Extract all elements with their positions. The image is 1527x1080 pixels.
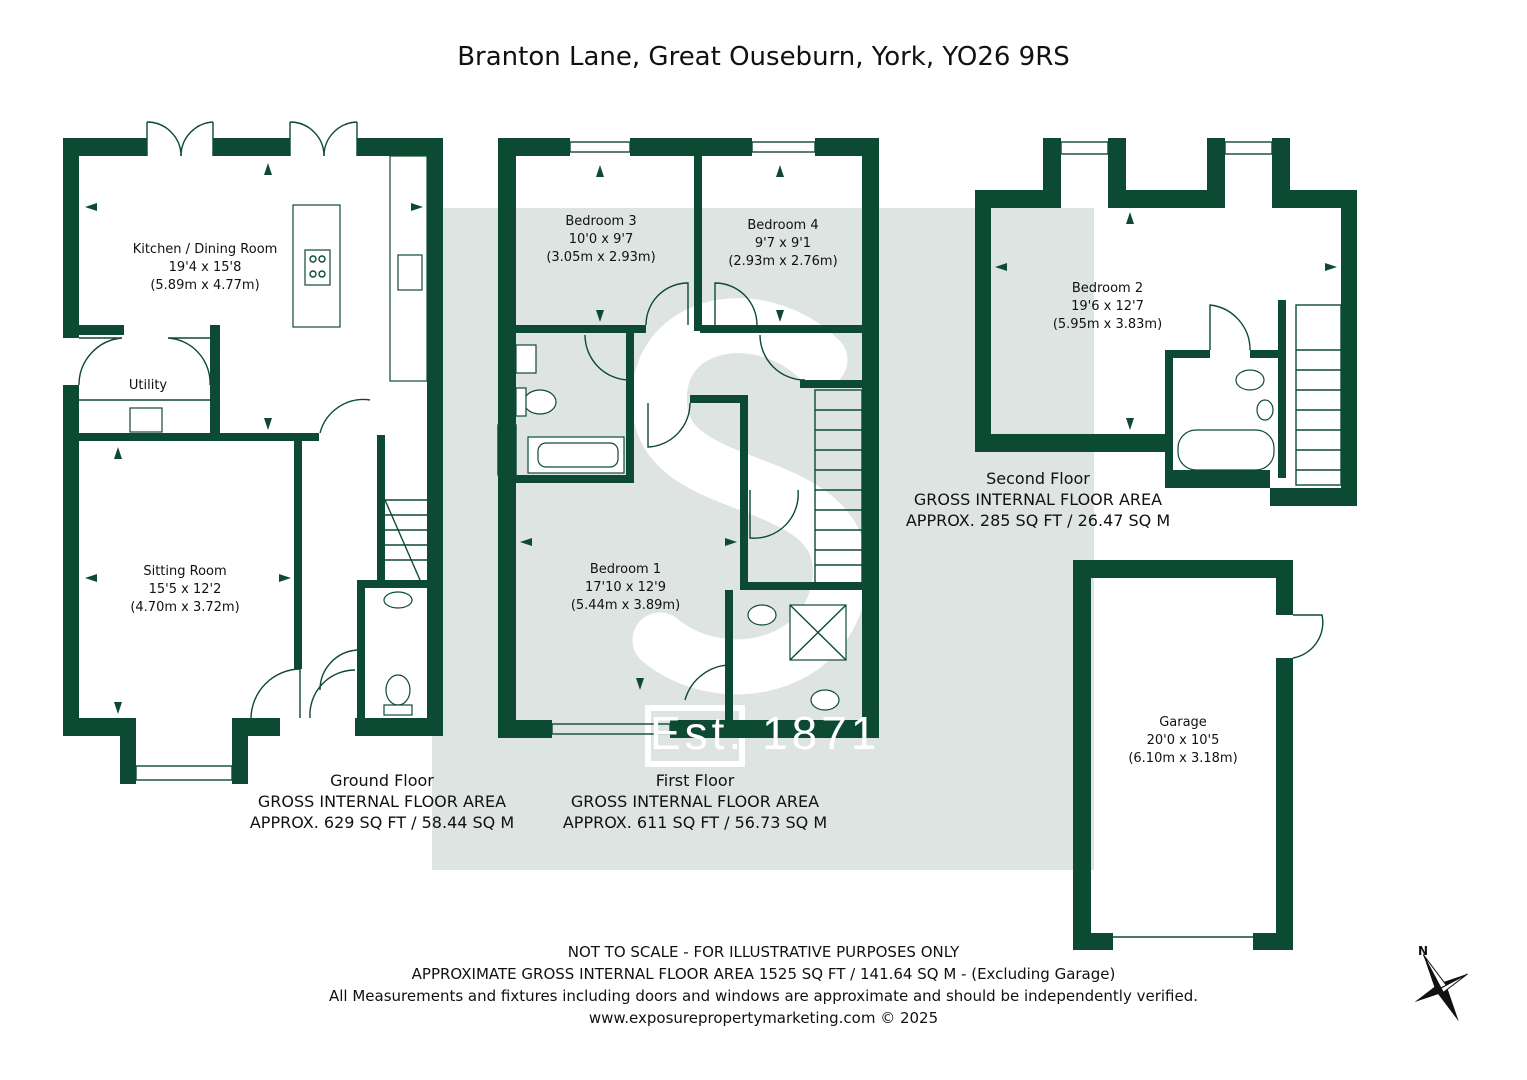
first-floor-plan — [497, 138, 879, 738]
room-label-sitting: Sitting Room 15'5 x 12'2 (4.70m x 3.72m) — [110, 563, 260, 617]
ground-floor-plan — [63, 121, 443, 784]
watermark-text: Est. 1871 — [650, 707, 881, 759]
floor-caption-first: First Floor GROSS INTERNAL FLOOR AREA AP… — [545, 770, 845, 833]
room-size-imperial: 9'7 x 9'1 — [754, 236, 812, 251]
second-bath-icon — [1177, 429, 1275, 471]
room-name: Utility — [128, 378, 168, 393]
room-label-bedroom3: Bedroom 3 10'0 x 9'7 (3.05m x 2.93m) — [536, 213, 666, 267]
room-name: Bedroom 1 — [589, 562, 662, 577]
room-size-metric: (5.89m x 4.77m) — [150, 278, 260, 293]
basin-icon — [515, 344, 537, 374]
footer-line-3: All Measurements and fixtures including … — [328, 987, 1198, 1005]
room-label-garage: Garage 20'0 x 10'5 (6.10m x 3.18m) — [1118, 714, 1248, 768]
floor-area-label: GROSS INTERNAL FLOOR AREA — [913, 490, 1163, 509]
room-size-metric: (3.05m x 2.93m) — [546, 250, 656, 265]
footer-disclaimer: NOT TO SCALE - FOR ILLUSTRATIVE PURPOSES… — [0, 941, 1527, 1029]
room-name: Bedroom 4 — [747, 218, 819, 233]
second-stairs-icon — [1295, 304, 1342, 486]
wc-toilet-icon — [385, 674, 411, 706]
room-size-imperial: 19'6 x 12'7 — [1071, 299, 1144, 314]
room-size-imperial: 19'4 x 15'8 — [168, 260, 242, 275]
room-size-imperial: 15'5 x 12'2 — [148, 582, 222, 597]
room-name: Kitchen / Dining Room — [132, 242, 278, 257]
floor-area: APPROX. 285 SQ FT / 26.47 SQ M — [905, 511, 1171, 530]
floor-name: First Floor — [655, 771, 735, 790]
ensuite-basin-icon — [747, 604, 777, 626]
room-name: Sitting Room — [143, 564, 227, 579]
ensuite-toilet-icon — [810, 689, 840, 711]
floor-name: Second Floor — [986, 469, 1090, 488]
toilet-icon — [523, 389, 557, 415]
room-name: Bedroom 3 — [565, 214, 637, 229]
room-size-imperial: 20'0 x 10'5 — [1146, 733, 1220, 748]
compass-north-label: N — [1418, 944, 1429, 958]
floor-name: Ground Floor — [330, 771, 434, 790]
room-size-metric: (5.95m x 3.83m) — [1052, 317, 1163, 332]
hob-icon — [304, 249, 331, 286]
room-size-metric: (2.93m x 2.76m) — [728, 254, 838, 269]
second-toilet-icon — [1235, 369, 1265, 391]
room-label-utility: Utility — [108, 377, 188, 395]
room-name: Garage — [1159, 715, 1207, 730]
room-size-metric: (6.10m x 3.18m) — [1128, 751, 1238, 766]
second-floor-plan — [975, 138, 1357, 506]
room-label-kitchen: Kitchen / Dining Room 19'4 x 15'8 (5.89m… — [110, 241, 300, 295]
room-size-metric: (5.44m x 3.89m) — [570, 598, 681, 613]
floor-caption-second: Second Floor GROSS INTERNAL FLOOR AREA A… — [888, 468, 1188, 531]
room-size-metric: (4.70m x 3.72m) — [130, 600, 240, 615]
floor-area: APPROX. 629 SQ FT / 58.44 SQ M — [249, 813, 515, 832]
second-basin-icon — [1256, 399, 1274, 421]
footer-line-1: NOT TO SCALE - FOR ILLUSTRATIVE PURPOSES… — [567, 943, 960, 961]
footer-line-2: APPROXIMATE GROSS INTERNAL FLOOR AREA 15… — [411, 965, 1116, 983]
room-label-bedroom1: Bedroom 1 17'10 x 12'9 (5.44m x 3.89m) — [558, 561, 693, 615]
footer-line-4: www.exposurepropertymarketing.com © 2025 — [588, 1009, 939, 1027]
room-size-imperial: 10'0 x 9'7 — [568, 232, 634, 247]
ground-stairs-icon — [384, 499, 427, 581]
north-arrow-compass-icon — [1414, 954, 1468, 1022]
room-name: Bedroom 2 — [1071, 281, 1144, 296]
room-size-imperial: 17'10 x 12'9 — [584, 580, 666, 595]
utility-sink-icon — [129, 407, 163, 433]
floor-area: APPROX. 611 SQ FT / 56.73 SQ M — [562, 813, 828, 832]
floor-area-label: GROSS INTERNAL FLOOR AREA — [257, 792, 507, 811]
floor-area-label: GROSS INTERNAL FLOOR AREA — [570, 792, 820, 811]
room-label-bedroom4: Bedroom 4 9'7 x 9'1 (2.93m x 2.76m) — [718, 217, 848, 271]
sink-icon — [397, 254, 423, 291]
floor-caption-ground: Ground Floor GROSS INTERNAL FLOOR AREA A… — [232, 770, 532, 833]
room-label-bedroom2: Bedroom 2 19'6 x 12'7 (5.95m x 3.83m) — [1040, 280, 1175, 334]
first-stairs-icon — [814, 389, 863, 586]
page-title: Branton Lane, Great Ouseburn, York, YO26… — [457, 42, 1070, 72]
wc-basin-icon — [383, 591, 413, 609]
garage-plan — [1073, 560, 1324, 950]
